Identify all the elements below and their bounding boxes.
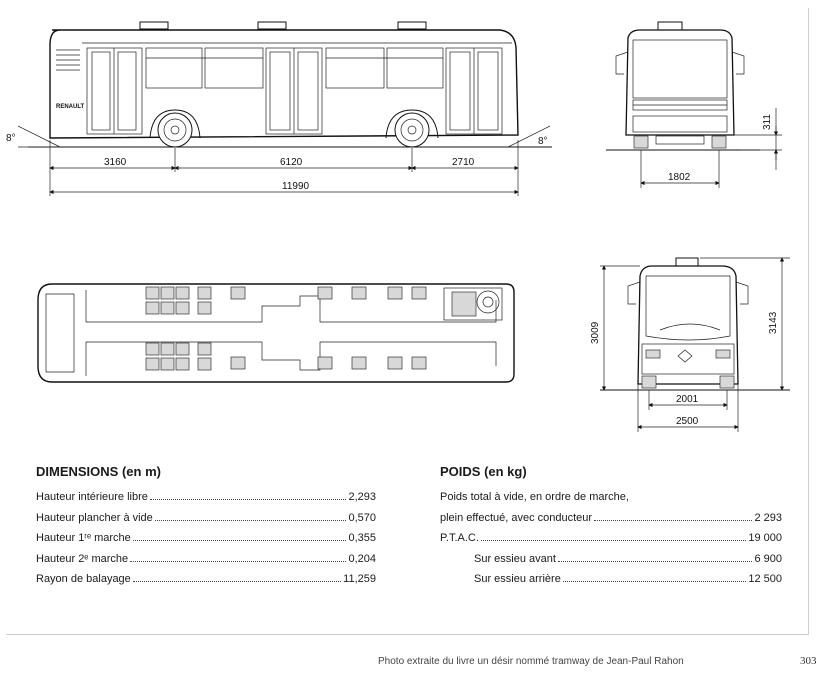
seats-lower-row (145, 342, 427, 371)
seats-upper-row (145, 286, 427, 315)
dim-overall-width: 2500 (676, 416, 699, 427)
angle-left-label: 8° (6, 133, 16, 144)
page-frame (6, 8, 809, 635)
dimensions-section: DIMENSIONS (en m) Hauteur intérieure lib… (36, 464, 376, 594)
bus-front-view: 3009 3143 2001 2500 (590, 257, 790, 432)
dim-total-length: 11990 (282, 181, 310, 192)
brand-label: RENAULT (56, 104, 85, 110)
list-item: P.T.A.C.19 000 (440, 532, 782, 544)
poids-title: POIDS (en kg) (440, 464, 527, 479)
angle-right-label: 8° (538, 136, 548, 147)
dim-rear-track: 1802 (668, 172, 691, 183)
dim-front-height-a: 3009 (590, 321, 601, 344)
dim-front-track: 2001 (676, 394, 699, 405)
bus-side-view: RENAULT (6, 21, 552, 196)
dim-front-height-b: 3143 (768, 311, 779, 334)
dim-ground-clearance: 311 (762, 114, 773, 130)
dim-front-overhang: 3160 (104, 157, 127, 168)
dim-rear-overhang: 2710 (452, 157, 475, 168)
dimensions-title: DIMENSIONS (en m) (36, 464, 161, 479)
list-item: Poids total à vide, en ordre de marche, (440, 491, 629, 503)
rear-wheel (385, 109, 439, 148)
front-wheel (149, 109, 201, 148)
poids-section: POIDS (en kg) Poids total à vide, en ord… (440, 464, 782, 594)
bus-rear-view: 311 1802 (606, 21, 782, 188)
bus-floor-plan (37, 283, 515, 383)
dim-wheelbase: 6120 (280, 157, 303, 168)
driver-cab (443, 287, 503, 321)
photo-caption: Photo extraite du livre un désir nommé t… (378, 656, 684, 667)
front-grille (56, 49, 80, 71)
technical-drawing: RENAULT (6, 21, 790, 432)
page-number: 303 (800, 655, 817, 667)
